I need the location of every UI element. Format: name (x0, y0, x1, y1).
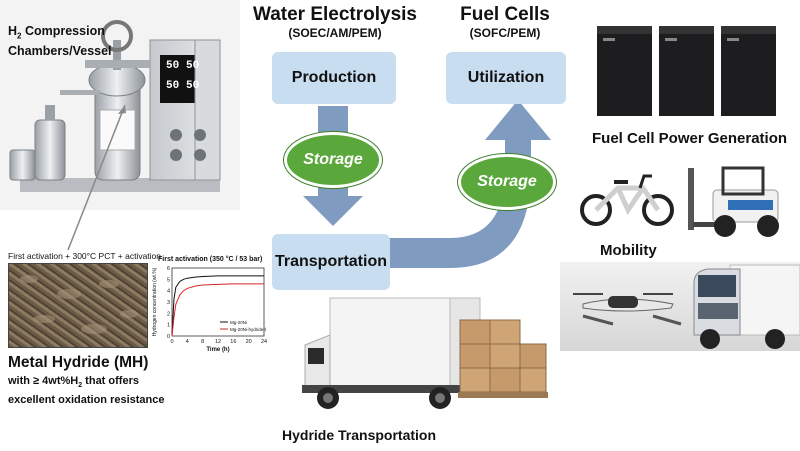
compression-label-line2: Chambers/Vessel (8, 43, 112, 58)
x-tick-label: 20 (246, 339, 252, 345)
production-title: Water Electrolysis (252, 4, 418, 25)
mobility-label: Mobility (600, 242, 657, 259)
transportation-box: Transportation (272, 234, 390, 290)
cardboard-box-icon (458, 319, 548, 398)
hydride-chart-title: First activation (350 °C / 53 bar) (158, 256, 263, 263)
compression-label-text: Compression (21, 24, 105, 38)
legend-entry: Mg-20Ni-hydrided (230, 327, 266, 332)
utilization-subtitle: (SOFC/PEM) (469, 26, 541, 40)
delivery-truck-icon (300, 290, 550, 420)
forklift-icon (683, 160, 793, 240)
mh-desc-sub: 2 (78, 382, 83, 390)
display-value: 50 (186, 80, 200, 92)
metal-hydride-desc: with ≥ 4wt%H2 that offers excellent oxid… (8, 374, 165, 407)
mh-desc-b: that offers (82, 375, 139, 387)
production-subtitle: (SOEC/AM/PEM) (288, 26, 382, 40)
fuel-cell-power-label: Fuel Cell Power Generation (592, 130, 788, 147)
y-tick-label: 2 (167, 311, 170, 317)
ebike-icon (578, 168, 678, 228)
y-tick-label: 1 (167, 323, 170, 329)
y-tick-label: 4 (167, 289, 170, 295)
storage-oval-right: Storage (458, 154, 556, 210)
y-axis-label: Hydrogen concentration (wt.%) (152, 267, 158, 336)
x-tick-label: 12 (215, 339, 221, 345)
hydride-transportation-label: Hydride Transportation (282, 427, 437, 443)
mh-desc-a: with ≥ 4wt%H (8, 375, 79, 387)
utilization-title: Fuel Cells (460, 4, 550, 25)
metal-hydride-photo (8, 263, 148, 348)
metal-hydride-title: Metal Hydride (MH) (8, 354, 149, 371)
compression-vessel-image (0, 0, 240, 210)
y-tick-label: 3 (167, 300, 170, 306)
x-tick-label: 24 (261, 339, 267, 345)
display-value: 50 (166, 80, 180, 92)
mh-desc-line2: excellent oxidation resistance (8, 394, 165, 407)
compression-label-h: H (8, 24, 18, 38)
y-tick-label: 0 (167, 334, 170, 340)
display-value: 50 (166, 60, 180, 72)
x-tick-label: 4 (186, 339, 189, 345)
utilization-box: Utilization (446, 52, 566, 104)
series-line (171, 283, 264, 337)
x-axis-label: Time (h) (206, 347, 229, 353)
fuel-cell-truck-icon (690, 263, 800, 351)
y-tick-label: 6 (167, 266, 170, 272)
metal-hydride-caption: First activation + 300°C PCT + activatio… (8, 251, 162, 261)
compression-label-sub: 2 (17, 31, 22, 41)
display-value: 50 (186, 60, 200, 72)
x-tick-label: 16 (230, 339, 236, 345)
x-tick-label: 0 (170, 339, 173, 345)
compression-display: 50 50 50 50 (166, 60, 206, 100)
evtol-aircraft-icon (563, 276, 693, 336)
storage-oval-left: Storage (284, 132, 382, 188)
fuel-cell-cabinet-icon (595, 18, 785, 118)
legend-entry: Mg-20Ni (230, 320, 247, 325)
chart-frame (171, 267, 265, 337)
series-line (171, 275, 264, 337)
pointer-line (67, 104, 126, 251)
production-box: Production (272, 52, 396, 104)
compression-label: H2 Compression Chambers/Vessel (8, 24, 112, 59)
x-tick-label: 8 (201, 339, 204, 345)
y-tick-label: 5 (167, 277, 170, 283)
